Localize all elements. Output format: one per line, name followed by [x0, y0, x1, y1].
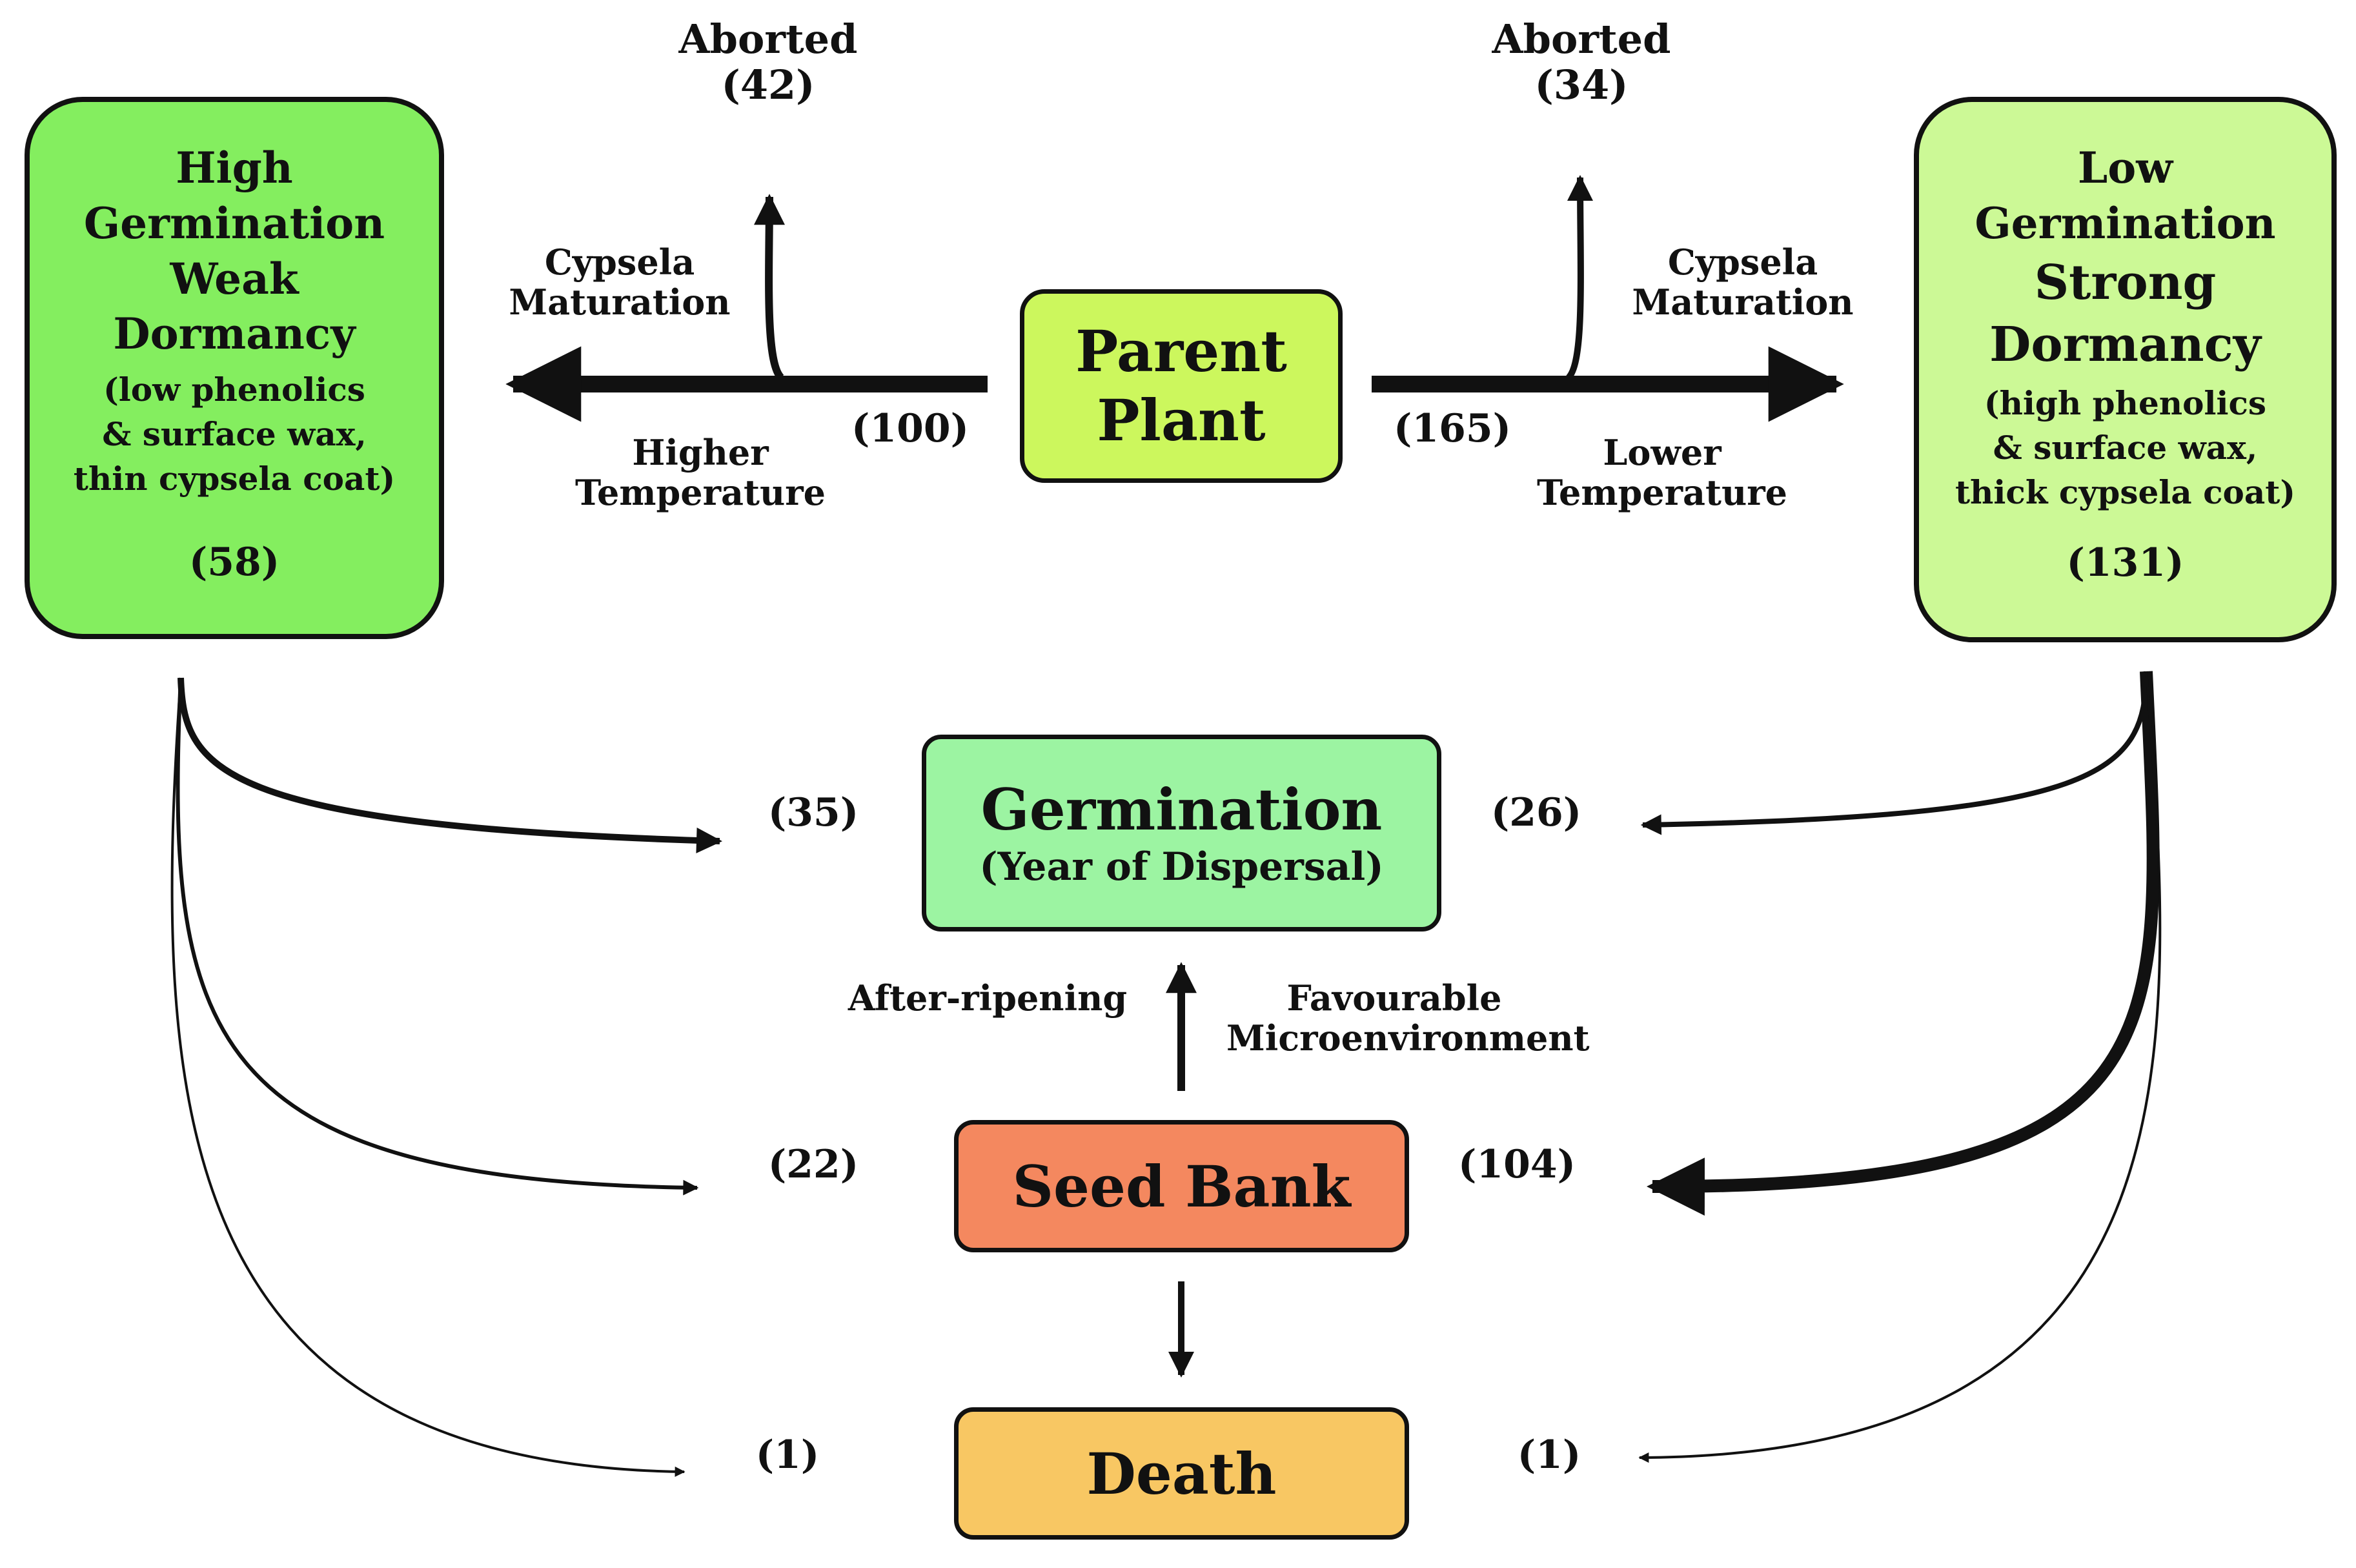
count-high-to-death: (1)	[755, 1432, 820, 1478]
count-low-to-death: (1)	[1517, 1432, 1581, 1478]
high-germination-box: High Germination Weak Dormancy (low phen…	[25, 97, 444, 639]
low-germination-box: Low Germination Strong Dormancy (high ph…	[1914, 97, 2337, 642]
right-branch-count: (165)	[1393, 406, 1512, 451]
arrow-aborted-left	[753, 194, 785, 381]
high-box-title: High Germination Weak Dormancy	[83, 143, 385, 360]
maturation-right-label: Cypsela Maturation	[1632, 241, 1854, 323]
low-box-title: Low Germination Strong Dormancy	[1975, 143, 2276, 372]
count-high-to-germination: (35)	[767, 790, 859, 835]
seed-bank-title: Seed Bank	[1012, 1152, 1351, 1220]
count-low-to-seed-bank: (104)	[1457, 1142, 1576, 1187]
seed-bank-box: Seed Bank	[954, 1120, 1409, 1252]
arrow-high-to-death	[170, 677, 685, 1477]
count-low-to-germination: (26)	[1490, 790, 1582, 835]
maturation-left-label: Cypsela Maturation	[509, 241, 731, 323]
death-title: Death	[1086, 1440, 1277, 1507]
parent-plant-box: Parent Plant	[1020, 289, 1343, 483]
lower-temperature-label: Lower Temperature	[1536, 432, 1788, 514]
parent-plant-title: Parent Plant	[1075, 317, 1287, 454]
arrow-high-to-germination	[178, 677, 722, 853]
high-box-details: (low phenolics & surface wax, thin cypse…	[73, 371, 396, 498]
aborted-left-label: Aborted (42)	[678, 15, 858, 109]
higher-temperature-label: Higher Temperature	[574, 432, 826, 514]
germination-subtitle: (Year of Dispersal)	[979, 844, 1384, 890]
arrow-high-to-seed-bank	[176, 677, 699, 1196]
high-box-count: (58)	[188, 540, 280, 585]
aborted-right-label: Aborted (34)	[1492, 15, 1671, 109]
arrow-low-to-seed-bank	[1647, 671, 2160, 1216]
germination-box: Germination (Year of Dispersal)	[922, 735, 1441, 932]
low-box-details: (high phenolics & surface wax, thick cyp…	[1955, 383, 2296, 511]
count-high-to-seed-bank: (22)	[767, 1142, 859, 1187]
arrow-low-to-death	[1638, 671, 2162, 1463]
arrow-low-to-germination	[1640, 671, 2149, 835]
favourable-microenvironment-label: Favourable Microenvironment	[1226, 977, 1590, 1059]
low-box-count: (131)	[2066, 540, 2184, 585]
germination-title: Germination	[980, 775, 1383, 843]
left-branch-count: (100)	[851, 406, 970, 451]
after-ripening-label: After-ripening	[848, 977, 1128, 1019]
death-box: Death	[954, 1407, 1409, 1540]
arrow-aborted-right	[1566, 175, 1594, 380]
